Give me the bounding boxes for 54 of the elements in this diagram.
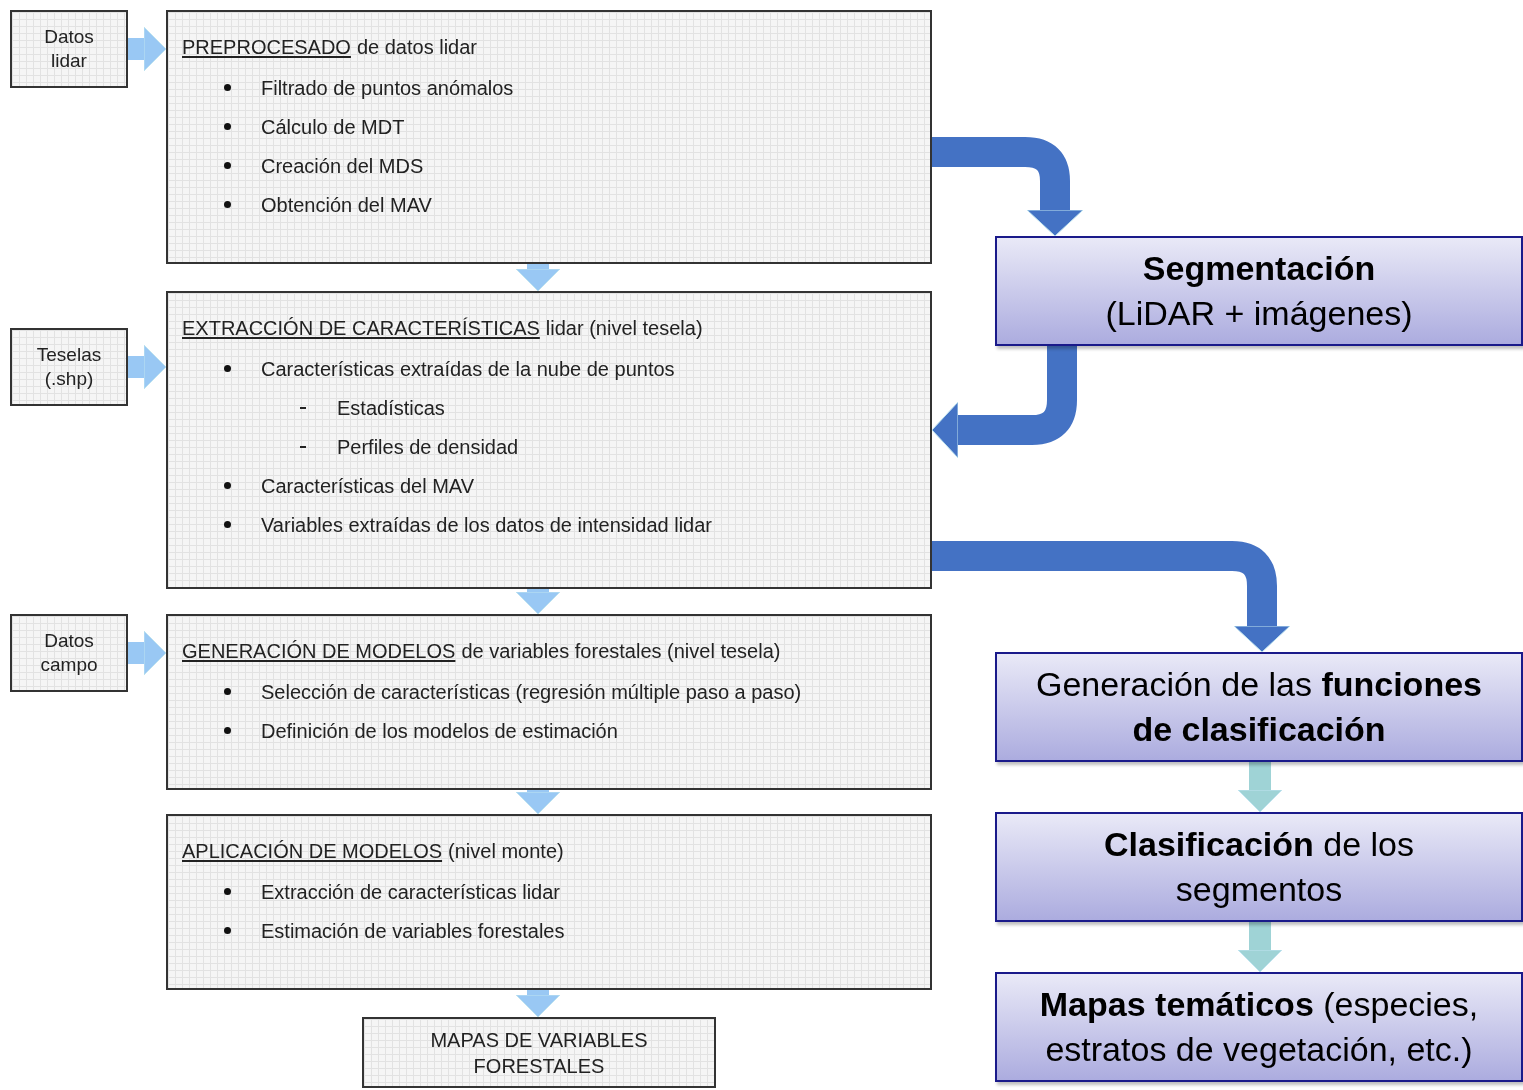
step-text: (LiDAR + imágenes): [1104, 293, 1414, 334]
list-item: Selección de características (regresión múltiple paso a paso): [261, 679, 802, 705]
step-text: Generación de las funciones de clasificación: [1035, 664, 1483, 750]
block-arrow: [931, 346, 1077, 459]
step-title: Segmentación: [1141, 248, 1377, 289]
process-box: [166, 10, 932, 264]
section-heading: GENERACIÓN DE MODELOS: [182, 639, 456, 664]
block-arrow: [1237, 762, 1283, 813]
list-item: Perfiles de densidad: [337, 434, 519, 460]
input-label: Datos lidar: [43, 25, 95, 73]
block-arrow: [932, 541, 1291, 653]
step-text: Mapas temáticos (especies, estratos de vegetación, etc.): [1038, 984, 1480, 1070]
list-item: Filtrado de puntos anómalos: [261, 75, 514, 101]
input-box: [10, 328, 128, 406]
heading-detail: (nivel monte): [448, 839, 564, 864]
list-item: Obtención del MAV: [261, 192, 432, 218]
list-item: Estimación de variables forestales: [261, 918, 565, 944]
list-item: Cálculo de MDT: [261, 114, 405, 140]
step-box: [995, 652, 1523, 762]
block-arrow: [932, 137, 1084, 237]
output-box: [362, 1017, 716, 1088]
output-label: MAPAS DE VARIABLES FORESTALES: [429, 1027, 649, 1079]
list-item: Extracción de características lidar: [261, 879, 560, 905]
section-heading: EXTRACCIÓN DE CARACTERÍSTICAS: [182, 316, 540, 341]
block-arrow: [128, 344, 167, 390]
process-box: [166, 291, 932, 589]
step-box: [995, 972, 1523, 1082]
heading-detail: de datos lidar: [356, 35, 477, 60]
step-text: Clasificación de los segmentos: [1103, 824, 1415, 910]
input-label: Datos campo: [39, 629, 99, 677]
list-item: Estadísticas: [337, 395, 445, 421]
process-box: [166, 614, 932, 790]
section-heading: APLICACIÓN DE MODELOS: [182, 839, 443, 864]
list-item: Características del MAV: [261, 473, 475, 499]
heading-detail: de variables forestales (nivel tesela): [461, 639, 781, 664]
input-box: [10, 10, 128, 88]
list-item: Características extraídas de la nube de puntos: [261, 356, 675, 382]
input-box: [10, 614, 128, 692]
block-arrow: [515, 589, 561, 615]
list-item: Definición de los modelos de estimación: [261, 718, 618, 744]
step-box: [995, 812, 1523, 922]
section-heading: PREPROCESADO: [182, 35, 351, 60]
block-arrow: [128, 26, 167, 72]
input-label: Teselas (.shp): [35, 343, 103, 391]
process-box: [166, 814, 932, 990]
list-item: Creación del MDS: [261, 153, 424, 179]
block-arrow: [515, 990, 561, 1018]
list-item: Variables extraídas de los datos de intensidad lidar: [261, 512, 712, 538]
block-arrow: [128, 630, 167, 676]
heading-detail: lidar (nivel tesela): [545, 316, 703, 341]
step-box: [995, 236, 1523, 346]
block-arrow: [515, 790, 561, 815]
block-arrow: [1237, 922, 1283, 973]
block-arrow: [515, 264, 561, 292]
